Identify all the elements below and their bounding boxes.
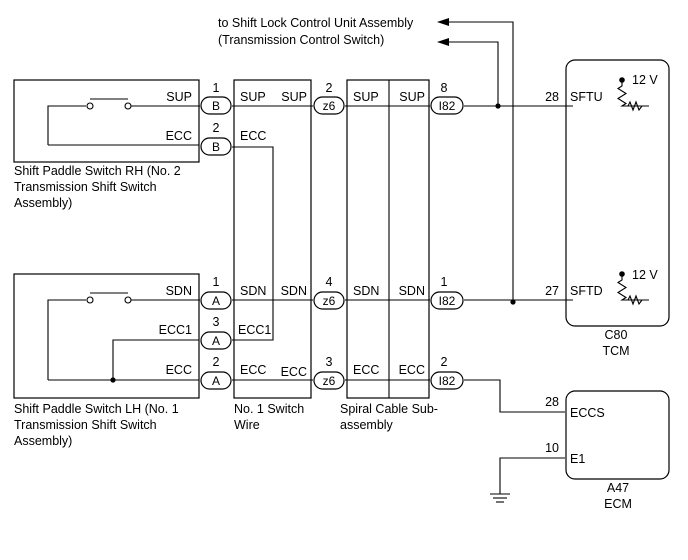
junction-sdn (510, 299, 516, 305)
tcm-v1-label: 12 V (632, 73, 658, 87)
svg-text:I82: I82 (439, 99, 456, 113)
ecm-eccs-label: ECCS (570, 406, 605, 420)
ground-icon (490, 493, 510, 503)
connector-z6-sup: z6 (313, 96, 345, 115)
pin-ecm-e1: 10 (545, 441, 559, 455)
tcm-sftd-resistor (616, 271, 649, 306)
spiral-left-ecc: ECC (353, 363, 379, 377)
rh-switch-box (13, 79, 200, 163)
connector-i82-sup: I82 (430, 96, 464, 115)
tcm-v2-label: 12 V (632, 268, 658, 282)
pin-tcm-sftu: 28 (545, 90, 559, 104)
pin-lh-sdn: 1 (213, 275, 220, 289)
tcm-sftu-label: SFTU (570, 90, 603, 104)
rh-switch-name-3: Assembly) (14, 196, 72, 210)
switch-wire-in-ecc-lh: ECC (240, 363, 266, 377)
lh-switch-box (13, 273, 200, 399)
pin-lh-ecc1: 3 (213, 315, 220, 329)
rh-ecc-label: ECC (166, 129, 192, 143)
connector-i82-ecc: I82 (430, 371, 464, 390)
pin-z6-ecc: 3 (326, 355, 333, 369)
pin-ecm-eccs: 28 (545, 395, 559, 409)
rh-switch-contact (47, 98, 199, 146)
svg-text:z6: z6 (323, 99, 336, 113)
connector-z6-ecc: z6 (313, 371, 345, 390)
tcm-sftu-resistor (616, 77, 649, 112)
lh-ecc-label: ECC (166, 363, 192, 377)
svg-text:A: A (212, 334, 220, 348)
svg-text:B: B (212, 99, 220, 113)
tcm-name: TCM (602, 344, 629, 358)
pin-z6-sup: 2 (326, 81, 333, 95)
switch-wire-out-ecc: ECC (281, 365, 307, 379)
arrow-to-shift-lock (437, 18, 514, 302)
junction-sup (495, 103, 501, 109)
connector-z6-sdn: z6 (313, 291, 345, 310)
connector-i82-sdn: I82 (430, 291, 464, 310)
tcm-sftd-label: SFTD (570, 284, 603, 298)
pin-tcm-sftd: 27 (545, 284, 559, 298)
connector-lh-ecc: A (200, 371, 232, 390)
lh-switch-contact (47, 292, 199, 383)
tcm-code: C80 (605, 328, 628, 342)
pin-lh-ecc: 2 (213, 355, 220, 369)
note-shift-lock: to Shift Lock Control Unit Assembly (218, 16, 414, 30)
switch-wire-name-2: Wire (234, 418, 260, 432)
spiral-left-sdn: SDN (353, 284, 379, 298)
connector-lh-sdn: A (200, 291, 232, 310)
svg-text:I82: I82 (439, 294, 456, 308)
wire-ecc-lh (232, 379, 565, 413)
switch-wire-in-ecc: ECC (240, 129, 266, 143)
svg-text:B: B (212, 140, 220, 154)
pin-i82-sdn: 1 (441, 275, 448, 289)
switch-wire-out-sdn: SDN (281, 284, 307, 298)
rh-switch-name-2: Transmission Shift Switch (14, 180, 157, 194)
pin-rh-ecc: 2 (213, 121, 220, 135)
rh-switch-name-1: Shift Paddle Switch RH (No. 2 (14, 164, 181, 178)
spiral-cable-name-1: Spiral Cable Sub- (340, 402, 438, 416)
lh-sdn-label: SDN (166, 284, 192, 298)
spiral-left-sup: SUP (353, 90, 379, 104)
svg-text:A: A (212, 374, 220, 388)
pin-z6-sdn: 4 (326, 275, 333, 289)
spiral-cable-box (346, 79, 430, 399)
ecm-box (565, 390, 670, 480)
spiral-cable-name-2: assembly (340, 418, 394, 432)
switch-wire-in-ecc1: ECC1 (238, 323, 271, 337)
svg-text:A: A (212, 294, 220, 308)
wire-rh-ecc-jumper (232, 146, 274, 341)
svg-text:z6: z6 (323, 374, 336, 388)
spiral-right-sup: SUP (399, 90, 425, 104)
lh-switch-name-2: Transmission Shift Switch (14, 418, 157, 432)
connector-lh-ecc1: A (200, 331, 232, 350)
spiral-right-sdn: SDN (399, 284, 425, 298)
tcm-box (565, 59, 670, 327)
svg-text:I82: I82 (439, 374, 456, 388)
ecm-name: ECM (604, 497, 632, 511)
arrow-to-trans-switch (437, 38, 499, 106)
switch-wire-out-sup: SUP (281, 90, 307, 104)
spiral-right-ecc: ECC (399, 363, 425, 377)
pin-i82-sup: 8 (441, 81, 448, 95)
lh-switch-name-3: Assembly) (14, 434, 72, 448)
switch-wire-box (233, 79, 312, 399)
ecm-e1-label: E1 (570, 452, 585, 466)
lh-ecc1-label: ECC1 (159, 323, 192, 337)
connector-rh-sup: B (200, 96, 232, 115)
switch-wire-in-sdn: SDN (240, 284, 266, 298)
svg-text:z6: z6 (323, 294, 336, 308)
lh-switch-name-1: Shift Paddle Switch LH (No. 1 (14, 402, 179, 416)
pin-i82-ecc: 2 (441, 355, 448, 369)
note-trans-switch: (Transmission Control Switch) (218, 33, 384, 47)
rh-sup-label: SUP (166, 90, 192, 104)
pin-rh-sup: 1 (213, 81, 220, 95)
connector-rh-ecc: B (200, 137, 232, 156)
ecm-code: A47 (607, 481, 629, 495)
switch-wire-in-sup: SUP (240, 90, 266, 104)
wire-ecm-e1-ground (499, 457, 565, 494)
switch-wire-name-1: No. 1 Switch (234, 402, 304, 416)
